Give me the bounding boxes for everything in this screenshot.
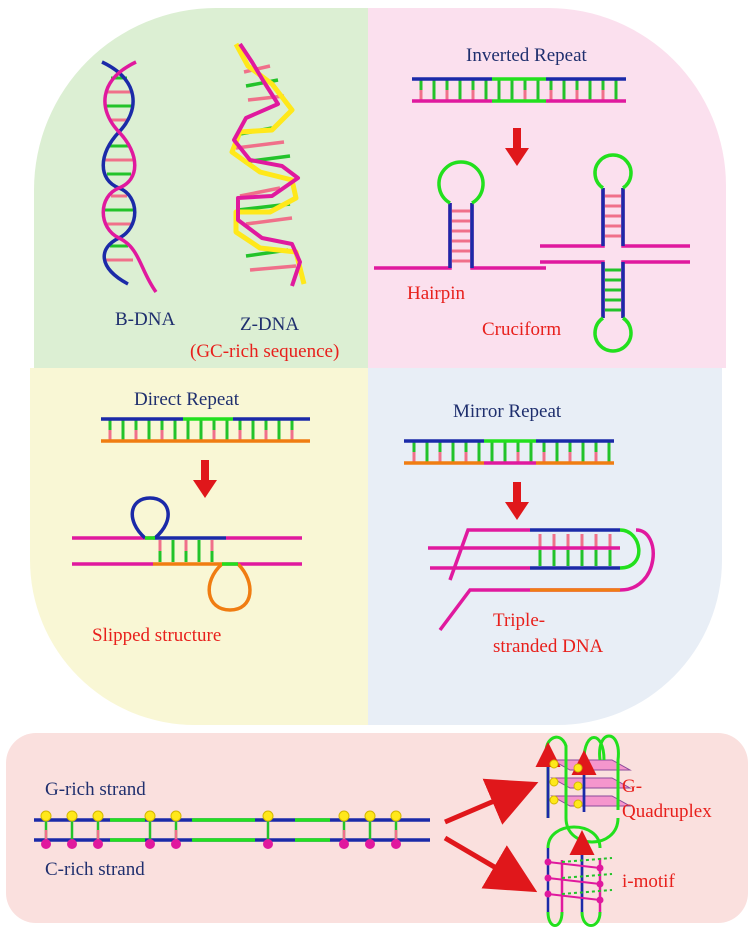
cruciform-label: Cruciform [482,319,561,340]
i-motif-label: i-motif [622,871,675,892]
slipped-structure-label: Slipped structure [92,625,221,646]
g-quadruplex-label-line2: Quadruplex [622,801,712,822]
mirror-repeat-duplex [404,439,614,465]
z-dna-label: Z-DNA [240,314,299,335]
z-dna-helix [229,42,307,287]
g-quadruplex-structure [535,734,632,844]
cruciform-structure [540,153,690,353]
hairpin-structure [374,160,546,270]
direct-repeat-duplex [101,417,310,443]
g-c-rich-duplex [34,810,430,849]
triple-stranded-label-line1: Triple- [493,610,545,631]
triple-stranded-structure [428,528,655,632]
panel-grich-bg [6,733,748,923]
slipped-structure [72,496,302,612]
z-dna-note: (GC-rich sequence) [190,341,339,362]
direct-repeat-title: Direct Repeat [134,389,240,410]
mirror-repeat-title: Mirror Repeat [453,401,562,422]
inverted-repeat-duplex [412,77,626,103]
inverted-repeat-title: Inverted Repeat [466,45,588,66]
g-rich-strand-label: G-rich strand [45,779,146,800]
inverted-arrow [505,128,529,166]
g-quadruplex-arrow [444,778,539,825]
g-quadruplex-label-line1: G- [622,776,642,797]
b-dna-helix [101,60,158,294]
c-rich-strand-label: C-rich strand [45,859,145,880]
triple-stranded-label-line2: stranded DNA [493,636,604,657]
direct-arrow [193,460,217,498]
i-motif-arrow [443,835,538,893]
hairpin-label: Hairpin [407,283,466,304]
i-motif-structure [544,825,613,927]
b-dna-label: B-DNA [115,309,175,330]
panel-helix-bg [34,8,368,368]
mirror-arrow [505,482,529,520]
panel-inverted-bg [368,8,726,368]
